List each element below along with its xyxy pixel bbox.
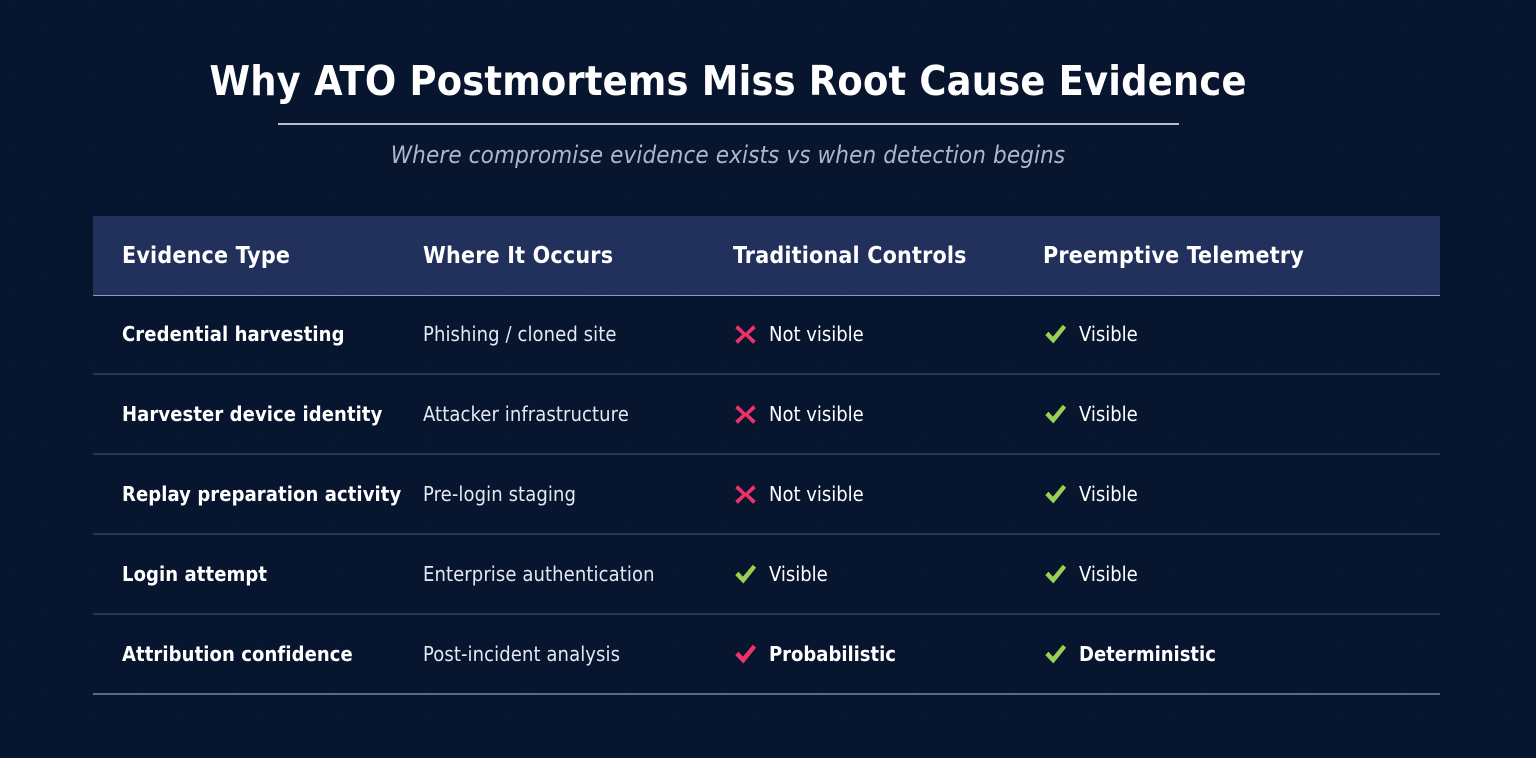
cell-where-it-occurs: Enterprise authentication — [423, 562, 655, 586]
status-label: Visible — [1079, 482, 1138, 506]
status-badge: Visible — [1043, 402, 1138, 427]
cell-evidence-type: Login attempt — [122, 562, 268, 586]
status-label: Visible — [1079, 562, 1138, 586]
table-row: Credential harvesting Phishing / cloned s… — [93, 295, 1440, 375]
page-subtitle: Where compromise evidence exists vs when… — [390, 141, 1066, 170]
status-badge: Not visible — [733, 402, 864, 427]
status-label: Not visible — [769, 402, 864, 426]
table-row: Harvester device identity Attacker infras… — [93, 375, 1440, 455]
table-body: Credential harvesting Phishing / cloned s… — [93, 295, 1440, 695]
table-header-row: Evidence Type Where It Occurs Traditiona… — [93, 216, 1440, 295]
status-badge: Not visible — [733, 482, 864, 507]
check-icon — [1043, 562, 1068, 587]
cell-traditional-controls: Not visible — [733, 402, 1043, 427]
status-badge: Not visible — [733, 322, 864, 347]
cell-where-it-occurs: Pre-login staging — [423, 482, 576, 506]
status-badge: Probabilistic — [733, 642, 896, 667]
check-icon — [1043, 642, 1068, 667]
status-badge: Visible — [733, 562, 828, 587]
cell-preemptive-telemetry: Visible — [1043, 482, 1423, 507]
status-badge: Visible — [1043, 482, 1138, 507]
cell-preemptive-telemetry: Deterministic — [1043, 642, 1423, 667]
cell-preemptive-telemetry: Visible — [1043, 402, 1423, 427]
cell-traditional-controls: Not visible — [733, 482, 1043, 507]
cross-icon — [733, 322, 758, 347]
cell-preemptive-telemetry: Visible — [1043, 322, 1423, 347]
status-badge: Visible — [1043, 322, 1138, 347]
cell-where-it-occurs: Phishing / cloned site — [423, 322, 617, 346]
status-badge: Visible — [1043, 562, 1138, 587]
check-icon-pink — [733, 642, 758, 667]
column-header-evidence-type: Evidence Type — [122, 242, 291, 269]
cell-evidence-type: Credential harvesting — [122, 322, 345, 346]
table-row: Replay preparation activity Pre-login sta… — [93, 455, 1440, 535]
cell-evidence-type: Harvester device identity — [122, 402, 383, 426]
status-label: Visible — [769, 562, 828, 586]
table-row: Login attempt Enterprise authentication Vi… — [93, 535, 1440, 615]
cell-evidence-type: Replay preparation activity — [122, 482, 402, 506]
title-divider — [277, 123, 1179, 126]
cell-preemptive-telemetry: Visible — [1043, 562, 1423, 587]
cell-evidence-type: Attribution confidence — [122, 642, 353, 666]
status-label: Not visible — [769, 482, 864, 506]
column-header-preemptive-telemetry: Preemptive Telemetry — [1043, 242, 1304, 269]
table-row: Attribution confidence Post-incident anal… — [93, 615, 1440, 695]
status-label: Not visible — [769, 322, 864, 346]
page-title: Why ATO Postmortems Miss Root Cause Evid… — [209, 57, 1247, 105]
check-icon — [1043, 322, 1068, 347]
cross-icon — [733, 482, 758, 507]
check-icon — [1043, 482, 1068, 507]
cell-traditional-controls: Probabilistic — [733, 642, 1043, 667]
cell-traditional-controls: Not visible — [733, 322, 1043, 347]
cell-where-it-occurs: Post-incident analysis — [423, 642, 621, 666]
status-badge: Deterministic — [1043, 642, 1216, 667]
status-label: Visible — [1079, 322, 1138, 346]
column-header-traditional-controls: Traditional Controls — [733, 242, 967, 269]
cell-where-it-occurs: Attacker infrastructure — [423, 402, 629, 426]
check-icon — [1043, 402, 1068, 427]
evidence-comparison-table: Evidence Type Where It Occurs Traditiona… — [93, 216, 1440, 695]
column-header-where-it-occurs: Where It Occurs — [423, 242, 614, 269]
check-icon — [733, 562, 758, 587]
status-label: Probabilistic — [769, 642, 896, 666]
cross-icon — [733, 402, 758, 427]
title-block: Why ATO Postmortems Miss Root Cause Evid… — [0, 57, 1456, 170]
cell-traditional-controls: Visible — [733, 562, 1043, 587]
status-label: Visible — [1079, 402, 1138, 426]
status-label: Deterministic — [1079, 642, 1216, 666]
